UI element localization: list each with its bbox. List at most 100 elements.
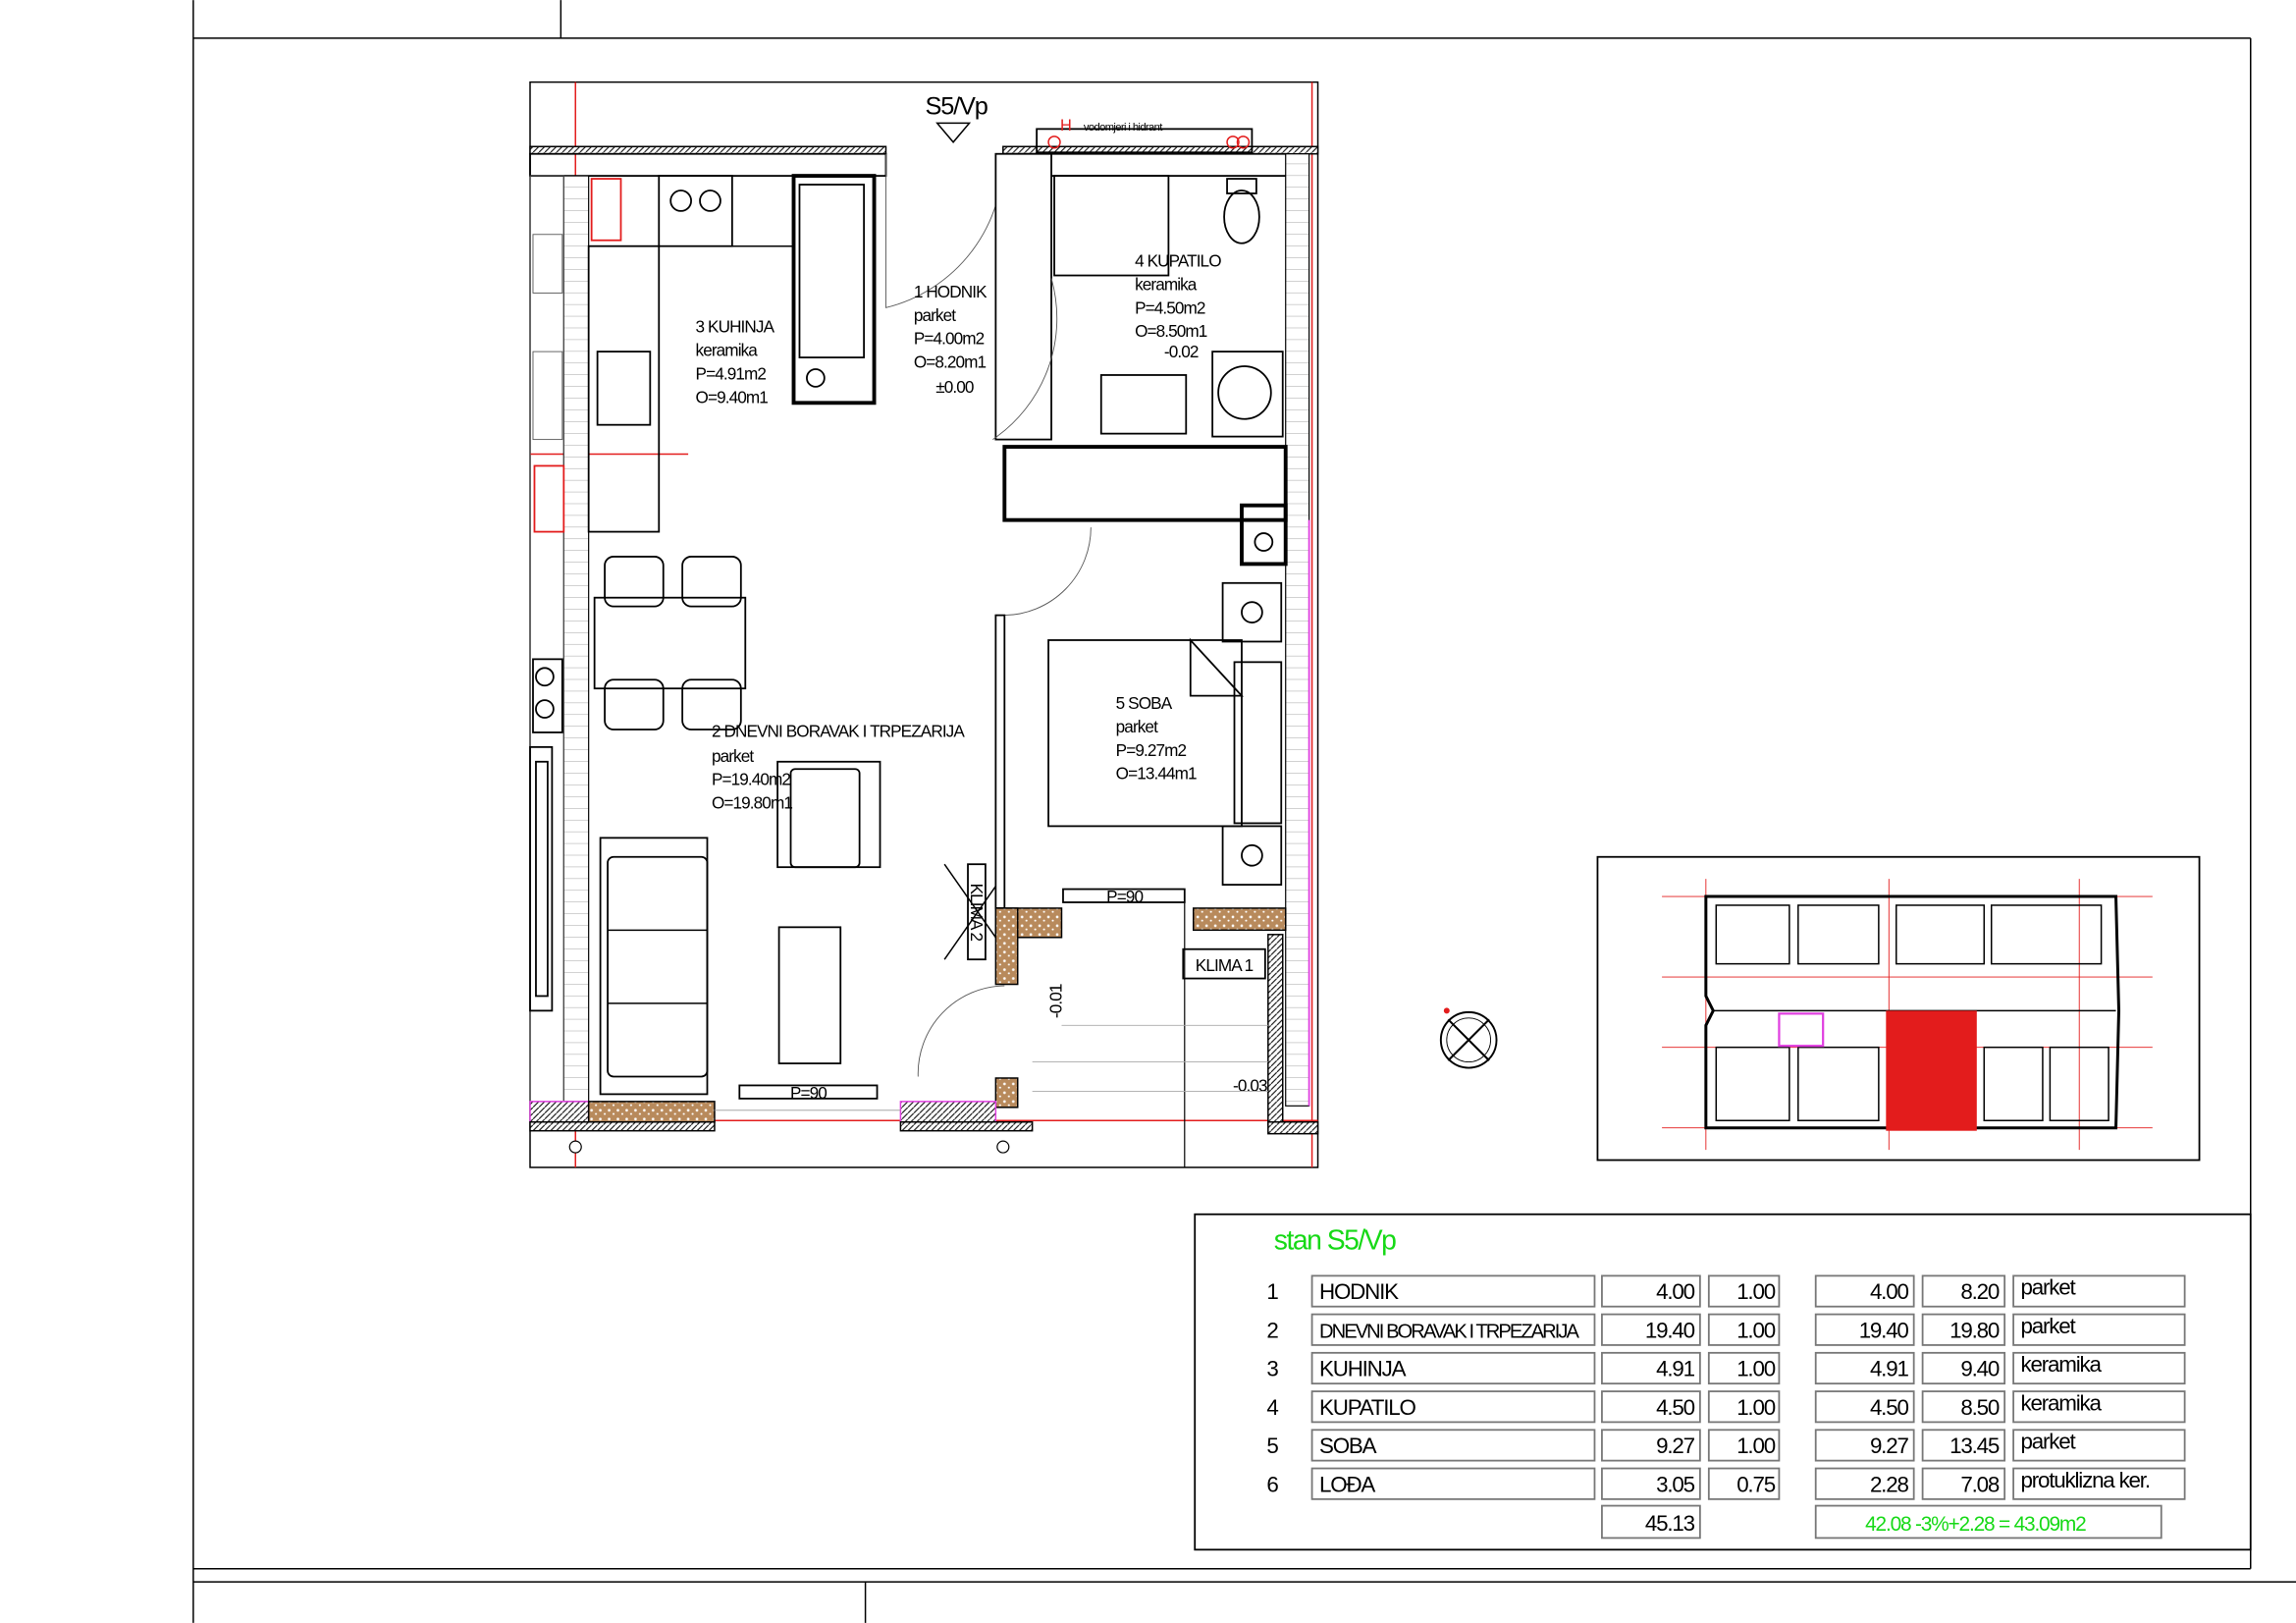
klima-1-unit — [1182, 947, 1266, 980]
floor-plan: P=90 P=90 KLIMA 1 KLIMA 2 -0.01 -0.03 — [529, 81, 1319, 1168]
svg-text:keramika: keramika — [1135, 274, 1198, 294]
hydrant-symbol: H — [1060, 117, 1072, 135]
cell-perim: 19.80 — [1949, 1318, 2000, 1342]
svg-text:O=9.40m1: O=9.40m1 — [696, 387, 769, 406]
cell-box — [1921, 1274, 2006, 1308]
svg-text:P=4.00m2: P=4.00m2 — [914, 329, 985, 349]
cell-area: 19.40 — [1645, 1318, 1695, 1342]
cell-box — [1601, 1313, 1701, 1346]
svg-text:P=9.27m2: P=9.27m2 — [1116, 740, 1187, 760]
cell-box — [1707, 1429, 1781, 1462]
cell-name: KUPATILO — [1319, 1395, 1416, 1420]
armchair-icon — [776, 760, 881, 869]
bathtub-icon — [1053, 175, 1170, 277]
cell-box — [2012, 1467, 2186, 1500]
entrance-marker-icon — [935, 122, 972, 143]
cell-name: LOĐA — [1319, 1472, 1375, 1496]
radiator-2-label: P=90 — [1106, 887, 1143, 906]
cell-area: 4.91 — [1656, 1357, 1695, 1381]
room-label-soba: 5 SOBA parket P=9.27m2 O=13.44m1 — [1116, 693, 1198, 784]
washing-machine-icon — [1217, 365, 1272, 420]
row-number: 3 — [1266, 1357, 1278, 1381]
bed-icon — [1047, 639, 1243, 828]
cell-box — [1707, 1313, 1781, 1346]
cell-box — [2012, 1274, 2186, 1308]
cell-box — [1921, 1429, 2006, 1462]
cell-floor: protuklizna ker. — [2021, 1468, 2150, 1492]
cell-box — [1310, 1429, 1596, 1462]
nightstand-icon — [1221, 581, 1283, 643]
hydrant-note: vodomjeri i hidrant — [1084, 122, 1163, 134]
cell-coef: 0.75 — [1736, 1472, 1776, 1496]
table-title: stan S5/Vp — [1274, 1225, 1396, 1257]
total-area: 45.13 — [1645, 1511, 1695, 1536]
cell-net: 4.50 — [1870, 1395, 1909, 1420]
cell-perim: 8.20 — [1960, 1279, 2000, 1304]
sink-icon — [596, 351, 652, 426]
cell-floor: parket — [2021, 1275, 2077, 1300]
cell-net: 4.91 — [1870, 1357, 1909, 1381]
cell-coef: 1.00 — [1736, 1395, 1776, 1420]
svg-text:3 KUHINJA: 3 KUHINJA — [696, 317, 775, 337]
cell-floor: parket — [2021, 1430, 2077, 1454]
svg-text:4 KUPATILO: 4 KUPATILO — [1135, 251, 1221, 271]
north-arrow-icon — [1439, 1007, 1498, 1069]
svg-text:O=13.44m1: O=13.44m1 — [1116, 764, 1197, 784]
svg-text:O=8.20m1: O=8.20m1 — [914, 352, 987, 372]
cell-box — [1707, 1274, 1781, 1308]
svg-text:P=4.91m2: P=4.91m2 — [696, 363, 767, 383]
svg-text:parket: parket — [712, 746, 754, 766]
cell-name: DNEVNI BORAVAK I TRPEZARIJA — [1319, 1321, 1580, 1342]
row-number: 1 — [1266, 1279, 1278, 1304]
cell-box — [1310, 1313, 1596, 1346]
cell-box — [1921, 1351, 2006, 1385]
cell-box — [1310, 1467, 1596, 1500]
cell-name: KUHINJA — [1319, 1357, 1407, 1381]
washbasin-icon — [1099, 374, 1188, 435]
radiator-1 — [738, 1084, 879, 1100]
cell-perim: 8.50 — [1960, 1395, 2000, 1420]
radiator-2 — [1062, 888, 1186, 903]
svg-text:O=19.80m1: O=19.80m1 — [712, 793, 792, 813]
cell-box — [1814, 1351, 1915, 1385]
loggia-level-1: -0.01 — [1045, 984, 1065, 1018]
cell-box — [1601, 1429, 1701, 1462]
cell-box — [1921, 1390, 2006, 1424]
svg-text:±0.00: ±0.00 — [935, 377, 974, 397]
row-number: 2 — [1266, 1318, 1278, 1342]
cell-floor: parket — [2021, 1314, 2077, 1338]
svg-text:parket: parket — [914, 305, 956, 325]
svg-text:-0.02: -0.02 — [1164, 342, 1199, 361]
cell-box — [1601, 1467, 1701, 1500]
cell-box — [1814, 1429, 1915, 1462]
row-number: 6 — [1266, 1472, 1278, 1496]
cell-area: 9.27 — [1656, 1434, 1695, 1458]
cell-name: HODNIK — [1319, 1279, 1399, 1304]
cell-box — [1814, 1467, 1915, 1500]
cell-net: 9.27 — [1870, 1434, 1909, 1458]
toilet-icon — [1223, 189, 1260, 244]
svg-text:2 DNEVNI BORAVAK I TRPEZARIJA: 2 DNEVNI BORAVAK I TRPEZARIJA — [712, 721, 965, 740]
room-label-dnevni-boravak: 2 DNEVNI BORAVAK I TRPEZARIJA parket P=1… — [712, 721, 966, 813]
stove-icon — [658, 175, 733, 247]
radiator-1-label: P=90 — [790, 1083, 827, 1103]
cell-box — [1601, 1351, 1701, 1385]
cell-perim: 9.40 — [1960, 1357, 2000, 1381]
room-label-hodnik: 1 HODNIK parket P=4.00m2 O=8.20m1 ±0.00 — [914, 282, 988, 397]
cell-box — [1707, 1351, 1781, 1385]
svg-text:5 SOBA: 5 SOBA — [1116, 693, 1173, 713]
svg-text:keramika: keramika — [696, 341, 759, 360]
row-number: 5 — [1266, 1434, 1278, 1458]
cell-area: 3.05 — [1656, 1472, 1695, 1496]
cell-box — [1601, 1390, 1701, 1424]
klima-2-label: KLIMA 2 — [967, 884, 987, 942]
klima-2-unit — [967, 863, 987, 961]
cell-perim: 13.45 — [1949, 1434, 2000, 1458]
total-formula: 42.08 -3%+2.28 = 43.09m2 — [1865, 1513, 2086, 1536]
cell-coef: 1.00 — [1736, 1357, 1776, 1381]
